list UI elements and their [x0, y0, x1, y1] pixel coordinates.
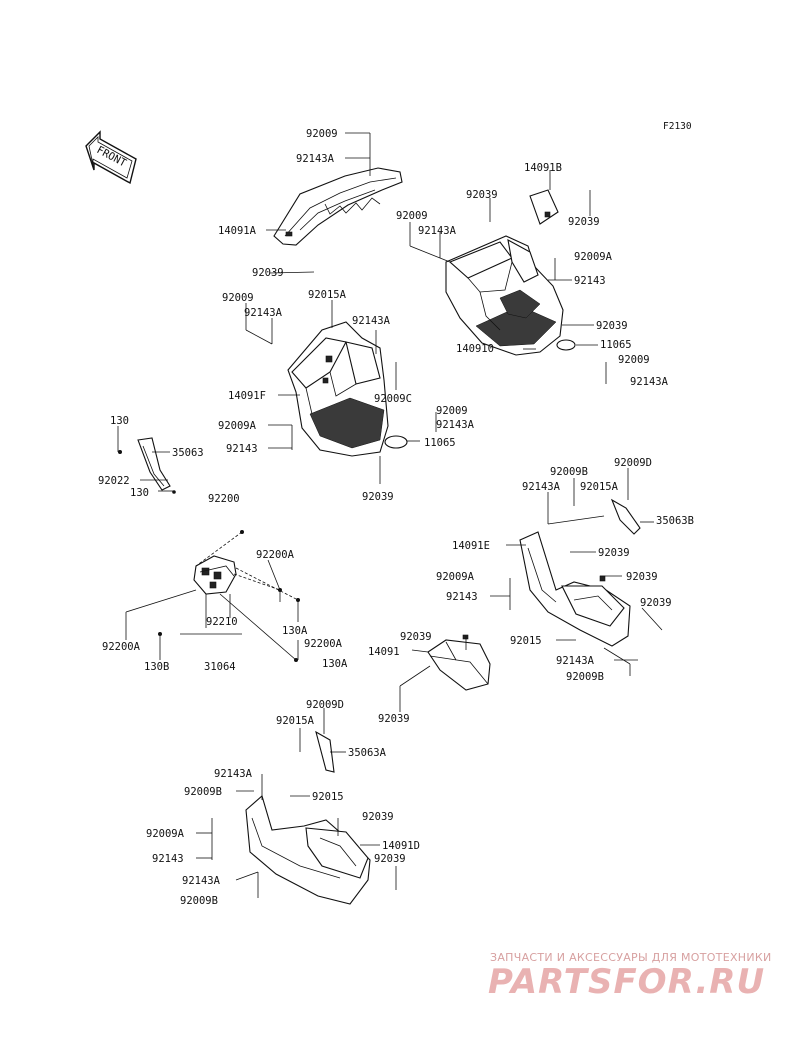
part-label: 92009B — [550, 466, 588, 478]
part-label: 140910 — [456, 343, 494, 355]
part-label: 92039 — [640, 597, 672, 609]
part-label: 130 — [130, 487, 149, 499]
part-label: 92210 — [206, 616, 238, 628]
part-label: 92039 — [400, 631, 432, 643]
part-35063-drawing — [118, 437, 176, 494]
part-label: 130B — [144, 661, 169, 673]
part-label: 92039 — [466, 189, 498, 201]
part-label: 130A — [322, 658, 348, 670]
part-label: 92039 — [374, 853, 406, 865]
part-label: 92015A — [308, 289, 347, 301]
part-label: 92015 — [312, 791, 344, 803]
part-label: 92143 — [446, 591, 478, 603]
part-14091d-drawing — [245, 730, 371, 905]
part-label: 92143A — [352, 315, 391, 327]
front-arrow-icon — [85, 130, 137, 185]
part-label: 14091 — [368, 646, 400, 658]
part-label: 92200 — [208, 493, 240, 505]
part-label: 92009C — [374, 393, 412, 405]
part-label: 14091F — [228, 390, 266, 402]
part-label: 35063 — [172, 447, 204, 459]
part-label: 14091B — [524, 162, 562, 174]
part-label: 14091A — [218, 225, 257, 237]
part-label: 92143 — [152, 853, 184, 865]
part-label: 35063A — [348, 747, 387, 759]
part-label: 14091D — [382, 840, 420, 852]
part-label: 92200A — [304, 638, 343, 650]
part-label: 92009A — [218, 420, 257, 432]
part-label: 92015A — [276, 715, 315, 727]
part-label: 92009 — [306, 128, 338, 140]
part-label: 92200A — [102, 641, 141, 653]
part-label: 92009A — [146, 828, 185, 840]
part-label: 92039 — [596, 320, 628, 332]
leader-lines — [117, 132, 663, 898]
part-label: 92009B — [566, 671, 604, 683]
part-labels: 92009 92143A 14091A 14091B 92039 92009 9… — [98, 128, 694, 907]
part-label: 92009D — [614, 457, 652, 469]
part-label: 92015 — [510, 635, 542, 647]
part-label: 92143A — [214, 768, 253, 780]
part-14091-drawing — [427, 634, 491, 691]
part-label: 92143A — [182, 875, 221, 887]
part-label: 11065 — [424, 437, 456, 449]
part-label: 92009 — [396, 210, 428, 222]
part-label: 92143A — [630, 376, 669, 388]
part-label: 92009A — [436, 571, 475, 583]
part-label: 92039 — [626, 571, 658, 583]
part-label: 92039 — [598, 547, 630, 559]
part-label: 92143 — [574, 275, 606, 287]
part-label: 92009A — [574, 251, 613, 263]
part-label: 92143 — [226, 443, 258, 455]
part-label: 92009B — [184, 786, 222, 798]
part-label: 92039 — [362, 811, 394, 823]
part-label: 130A — [282, 625, 308, 637]
part-label: 130 — [110, 415, 129, 427]
part-label: 92009 — [222, 292, 254, 304]
part-label: 92039 — [362, 491, 394, 503]
part-label: 92009B — [180, 895, 218, 907]
part-label: 92143A — [244, 307, 283, 319]
part-label: 14091E — [452, 540, 490, 552]
part-14091e-drawing — [519, 498, 641, 647]
part-label: 92143A — [556, 655, 595, 667]
part-label: 92143A — [522, 481, 561, 493]
part-label: 92143A — [296, 153, 335, 165]
part-label: 92009 — [436, 405, 468, 417]
part-label: 92039 — [378, 713, 410, 725]
watermark-logo: PARTSFOR.RU — [488, 962, 766, 1002]
part-label: 92022 — [98, 475, 130, 487]
part-92210-drawing — [158, 530, 300, 662]
watermark-tagline: ЗАПЧАСТИ И АКСЕССУАРЫ ДЛЯ МОТОТЕХНИКИ — [490, 951, 772, 964]
part-label: 92039 — [568, 216, 600, 228]
part-label: 11065 — [600, 339, 632, 351]
part-label: 92143A — [418, 225, 457, 237]
part-label: 92039 — [252, 267, 284, 279]
part-140910-drawing — [445, 189, 564, 356]
part-label: 92009D — [306, 699, 344, 711]
part-label: 92009 — [618, 354, 650, 366]
part-label: 92200A — [256, 549, 295, 561]
part-14091f-drawing — [287, 321, 389, 457]
figure-code: F2130 — [663, 121, 692, 132]
part-label: 31064 — [204, 661, 236, 673]
part-label: 92015A — [580, 481, 619, 493]
part-label: 35063B — [656, 515, 694, 527]
part-label: 92143A — [436, 419, 475, 431]
part-14091a-drawing — [273, 167, 403, 246]
